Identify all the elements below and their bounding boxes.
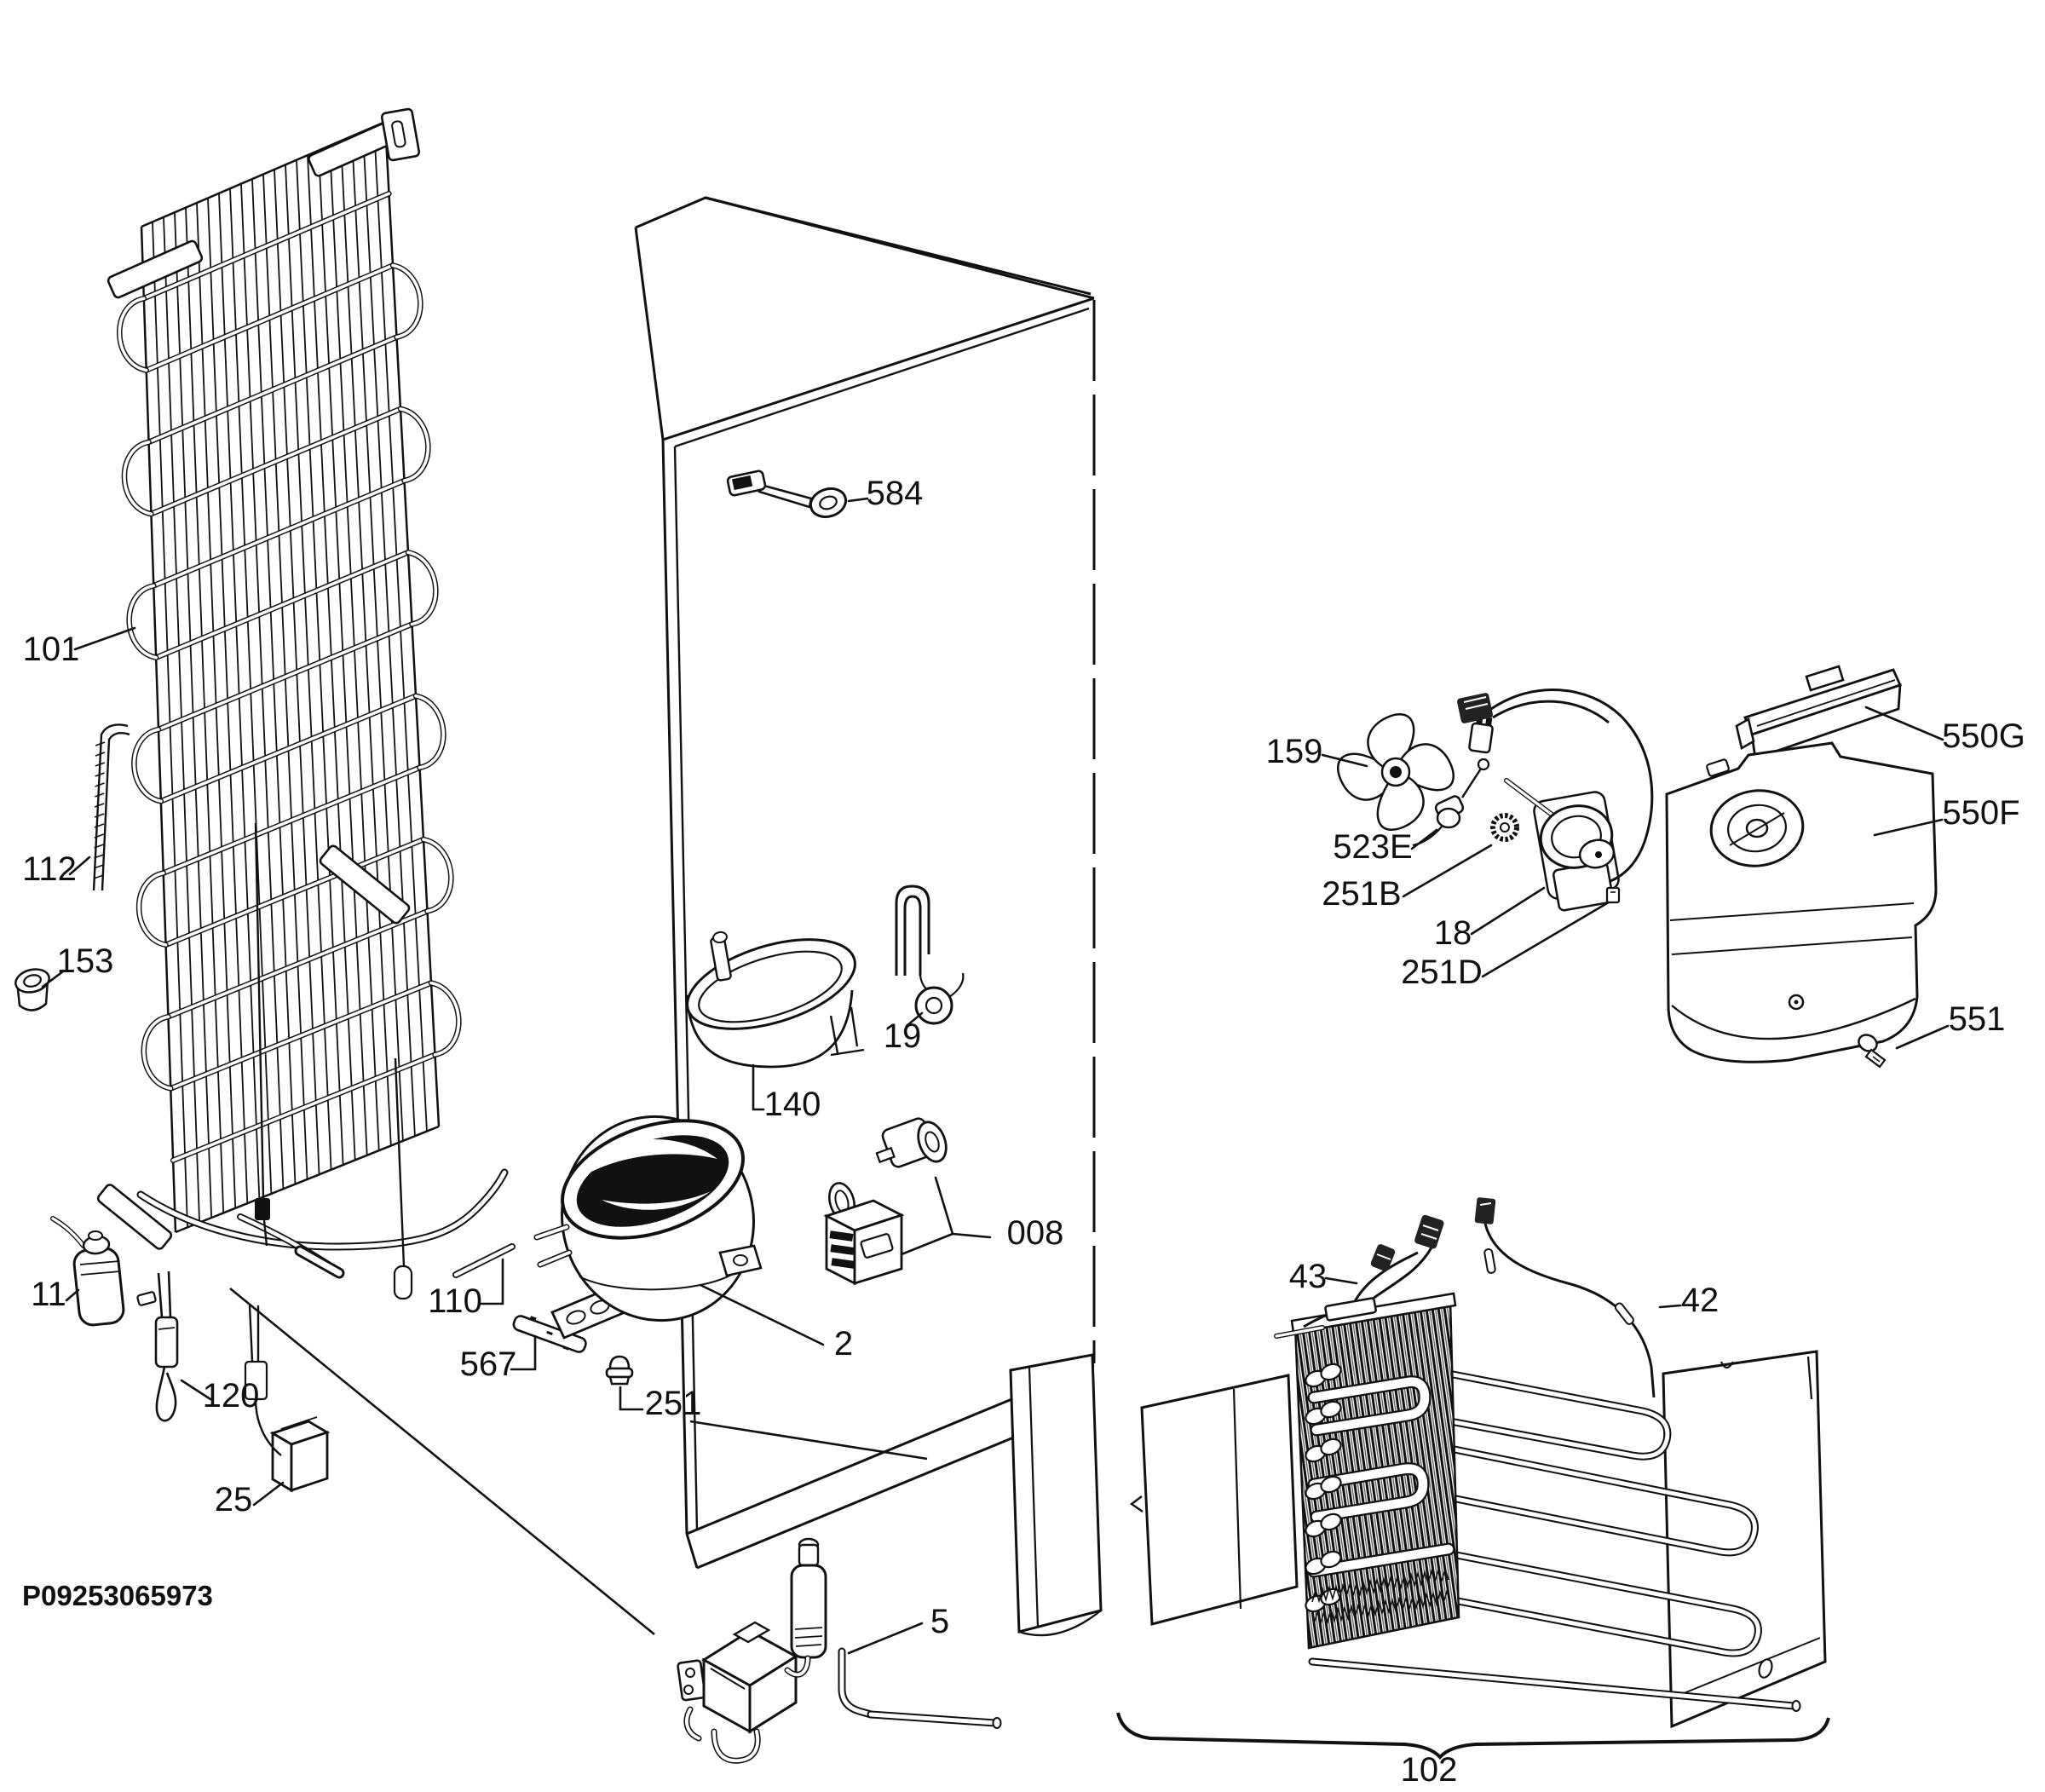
svg-text:140: 140 [764, 1086, 821, 1123]
callout-5: 5 [847, 1603, 949, 1655]
callout-153: 153 [41, 942, 114, 988]
condenser-grid [117, 120, 462, 1234]
svg-text:25: 25 [215, 1481, 253, 1518]
condenser-bottom-tubes [136, 1168, 509, 1279]
motor-harness [1457, 689, 1654, 883]
sensor-523E [1412, 717, 1494, 847]
evaporator-core [1293, 1299, 1460, 1650]
svg-text:19: 19 [884, 1017, 922, 1055]
svg-text:112: 112 [22, 850, 77, 888]
document-code: P09253065973 [22, 1580, 213, 1611]
svg-text:18: 18 [1434, 914, 1472, 952]
fan-blade [1337, 713, 1455, 831]
svg-text:551: 551 [1949, 1000, 2006, 1038]
callout-251: 251 [619, 1385, 702, 1422]
callout-25: 25 [215, 1481, 285, 1518]
callout-251B: 251B [1322, 844, 1493, 913]
drain-tray [685, 931, 865, 1069]
svg-text:251B: 251B [1322, 875, 1401, 913]
filter-drier-11 [50, 1216, 125, 1327]
start-capacitor [875, 1117, 948, 1168]
svg-text:101: 101 [23, 631, 80, 668]
mounting-rail-567 [512, 1315, 587, 1353]
callout-140: 140 [752, 1063, 821, 1123]
door-key [726, 470, 848, 519]
svg-text:567: 567 [460, 1345, 517, 1383]
svg-text:102: 102 [1401, 1751, 1458, 1789]
brace-102 [1116, 1712, 1830, 1760]
fan-housing-550F [1665, 741, 1938, 1063]
callout-523E: 523E [1333, 828, 1438, 866]
callout-110: 110 [428, 1258, 504, 1320]
svg-text:550F: 550F [1942, 794, 2019, 832]
svg-text:120: 120 [203, 1377, 260, 1415]
tube-110 [452, 1243, 516, 1278]
callout-550F: 550F [1873, 794, 2020, 837]
callout-11: 11 [31, 1276, 80, 1313]
callout-008: 008 [900, 1176, 1064, 1256]
compressor [533, 1115, 763, 1340]
callout-251D: 251D [1401, 902, 1609, 991]
callout-19: 19 [884, 1011, 924, 1055]
callout-551: 551 [1895, 1000, 2006, 1050]
start-relay [823, 1117, 948, 1286]
evaporator-tubes [1308, 1369, 1801, 1712]
callout-112: 112 [22, 850, 91, 888]
svg-text:110: 110 [428, 1282, 482, 1320]
left-panel-inner [1129, 1374, 1299, 1626]
callout-18: 18 [1434, 886, 1546, 952]
svg-text:43: 43 [1289, 1258, 1328, 1295]
thermal-sensor-120 [136, 1271, 179, 1422]
svg-text:550G: 550G [1942, 717, 2025, 755]
sensor-wire-42 [1474, 1197, 1656, 1398]
svg-text:11: 11 [31, 1276, 66, 1313]
svg-text:584: 584 [867, 475, 924, 512]
callout-102: 102 [1401, 1751, 1458, 1789]
svg-text:523E: 523E [1333, 828, 1412, 866]
defrost-heater [895, 884, 965, 1025]
drain-tube [92, 723, 130, 891]
svg-text:153: 153 [57, 942, 114, 980]
harness-43 [1303, 1214, 1444, 1328]
coupling-251B [1490, 813, 1519, 842]
screw-551 [1858, 1034, 1887, 1069]
svg-text:251D: 251D [1401, 954, 1483, 991]
svg-text:008: 008 [1007, 1214, 1064, 1252]
clip-251D [1605, 886, 1621, 904]
svg-text:2: 2 [834, 1325, 853, 1363]
left-panel-outer [1009, 1353, 1103, 1637]
valve-filter-drier [784, 1537, 827, 1678]
callout-43: 43 [1289, 1258, 1358, 1295]
grommet-153 [14, 968, 50, 1011]
callout-159: 159 [1266, 733, 1368, 770]
callout-101: 101 [23, 626, 136, 668]
callout-2: 2 [699, 1283, 853, 1363]
callout-120: 120 [180, 1377, 260, 1415]
condenser-straps [96, 107, 421, 1250]
capillary-tubes [244, 822, 413, 1456]
mounting-box-25 [269, 1416, 331, 1493]
fan-motor [1457, 689, 1654, 912]
water-valve [677, 1537, 1002, 1764]
grommet-251 [605, 1355, 634, 1386]
svg-text:5: 5 [930, 1603, 949, 1640]
hanger-bracket [380, 107, 421, 162]
cover-550G [1735, 665, 1902, 760]
evaporator-assembly [1009, 1197, 1830, 1760]
callout-42: 42 [1658, 1282, 1720, 1319]
svg-text:159: 159 [1266, 733, 1323, 770]
svg-text:251: 251 [645, 1385, 702, 1422]
svg-text:42: 42 [1681, 1282, 1720, 1319]
callout-550G: 550G [1864, 706, 2025, 755]
evaporator-back-plate [1662, 1350, 1827, 1729]
callout-584: 584 [847, 475, 924, 512]
callouts: 101 112 153 11 120 25 110 567 2 251 140 … [22, 475, 2025, 1789]
callout-567: 567 [460, 1334, 537, 1383]
